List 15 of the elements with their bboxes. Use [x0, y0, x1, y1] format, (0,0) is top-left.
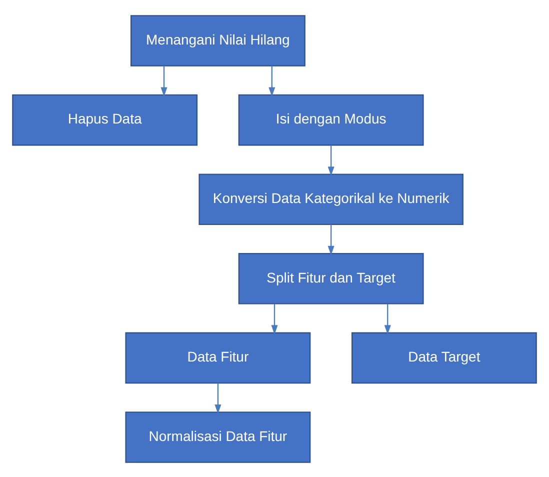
- node-box: Data Fitur: [125, 332, 311, 384]
- arrow: [268, 65, 276, 96]
- node-box: Isi dengan Modus: [238, 94, 424, 146]
- node-box: Split Fitur dan Target: [238, 252, 424, 304]
- node-box: Normalisasi Data Fitur: [125, 411, 311, 462]
- node-box: Menangani Nilai Hilang: [130, 14, 306, 66]
- node-box: Konversi Data Kategorikal ke Numerik: [198, 173, 464, 224]
- node-box: Data Target: [351, 332, 537, 384]
- node-box: Hapus Data: [12, 94, 198, 146]
- arrow: [160, 65, 168, 96]
- arrow: [328, 224, 334, 255]
- arrow: [384, 303, 391, 334]
- arrow: [271, 303, 278, 334]
- arrow: [214, 382, 222, 414]
- arrow: [328, 144, 334, 176]
